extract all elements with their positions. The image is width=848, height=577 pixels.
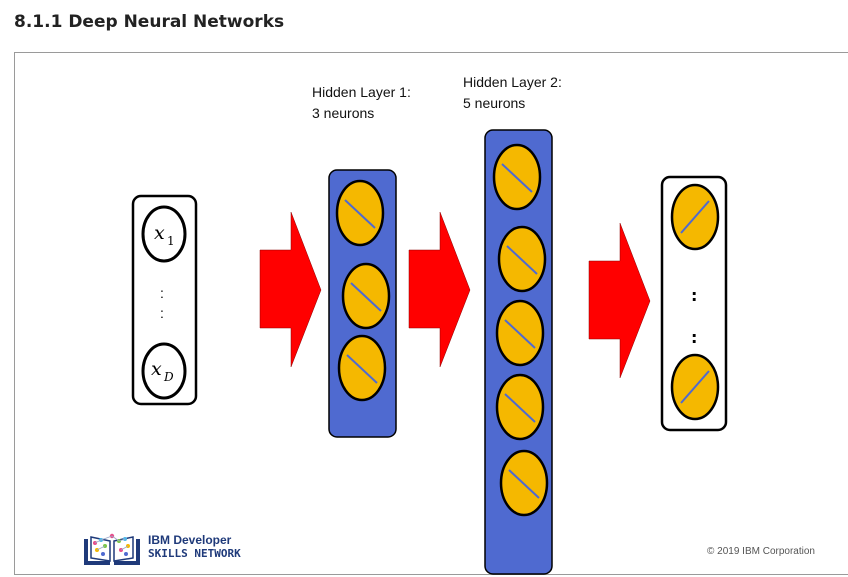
output-ellipsis-dot-2: : <box>691 328 697 347</box>
input-xD-subscript: D <box>163 370 174 384</box>
hidden-layer-2-title: Hidden Layer 2: <box>463 74 562 90</box>
section-title: 8.1.1 Deep Neural Networks <box>14 12 285 32</box>
hidden2-activation-1 <box>501 163 533 193</box>
output-ellipsis-dot-1: : <box>691 286 697 305</box>
input-x1-symbol: x <box>154 222 165 244</box>
arrow-hidden2-to-output <box>588 222 651 379</box>
ibm-skills-network-logo: IBM Developer SKILLS NETWORK <box>81 531 281 571</box>
output-activation-2 <box>680 370 710 404</box>
arrow-input-to-hidden1 <box>259 211 322 368</box>
input-neuron-x1 <box>141 205 187 263</box>
network-diagram: x 1 : : x D <box>131 129 728 575</box>
hidden1-activation-3 <box>346 354 378 384</box>
logo-line-1: IBM Developer <box>148 533 232 547</box>
input-x1-subscript: 1 <box>167 234 175 248</box>
hidden-layer-1-count: 3 neurons <box>312 105 375 121</box>
hidden2-activation-2 <box>506 245 538 275</box>
hidden1-activation-2 <box>350 282 382 312</box>
hidden2-activation-4 <box>504 393 536 423</box>
logo-wordmark: IBM Developer SKILLS NETWORK <box>148 533 241 561</box>
logo-line-2: SKILLS NETWORK <box>148 547 241 560</box>
neural-network-figure: x 1 : : x D <box>14 52 848 575</box>
hidden-layer-2-label: Hidden Layer 2: 5 neurons <box>463 72 562 114</box>
output-layer-neurons: : : <box>670 183 720 421</box>
hidden2-activation-5 <box>508 469 540 499</box>
copyright-notice: © 2019 IBM Corporation <box>707 546 815 557</box>
hidden1-activation-1 <box>344 199 376 229</box>
hidden-layer-1-label: Hidden Layer 1: 3 neurons <box>312 82 411 124</box>
input-ellipsis-dot-1: : <box>160 285 164 301</box>
hidden2-activation-3 <box>504 319 536 349</box>
hidden-layer-1-title: Hidden Layer 1: <box>312 84 411 100</box>
hidden-layer-2-count: 5 neurons <box>463 95 526 111</box>
output-activation-1 <box>680 200 710 234</box>
input-ellipsis-dot-2: : <box>160 305 164 321</box>
arrow-hidden1-to-hidden2 <box>408 211 471 368</box>
input-neuron-xD <box>141 342 187 400</box>
hidden-layer-1-neurons <box>335 179 391 402</box>
hidden-layer-2-neurons <box>492 143 549 517</box>
book-network-icon <box>84 533 140 565</box>
input-xD-symbol: x <box>151 358 162 380</box>
